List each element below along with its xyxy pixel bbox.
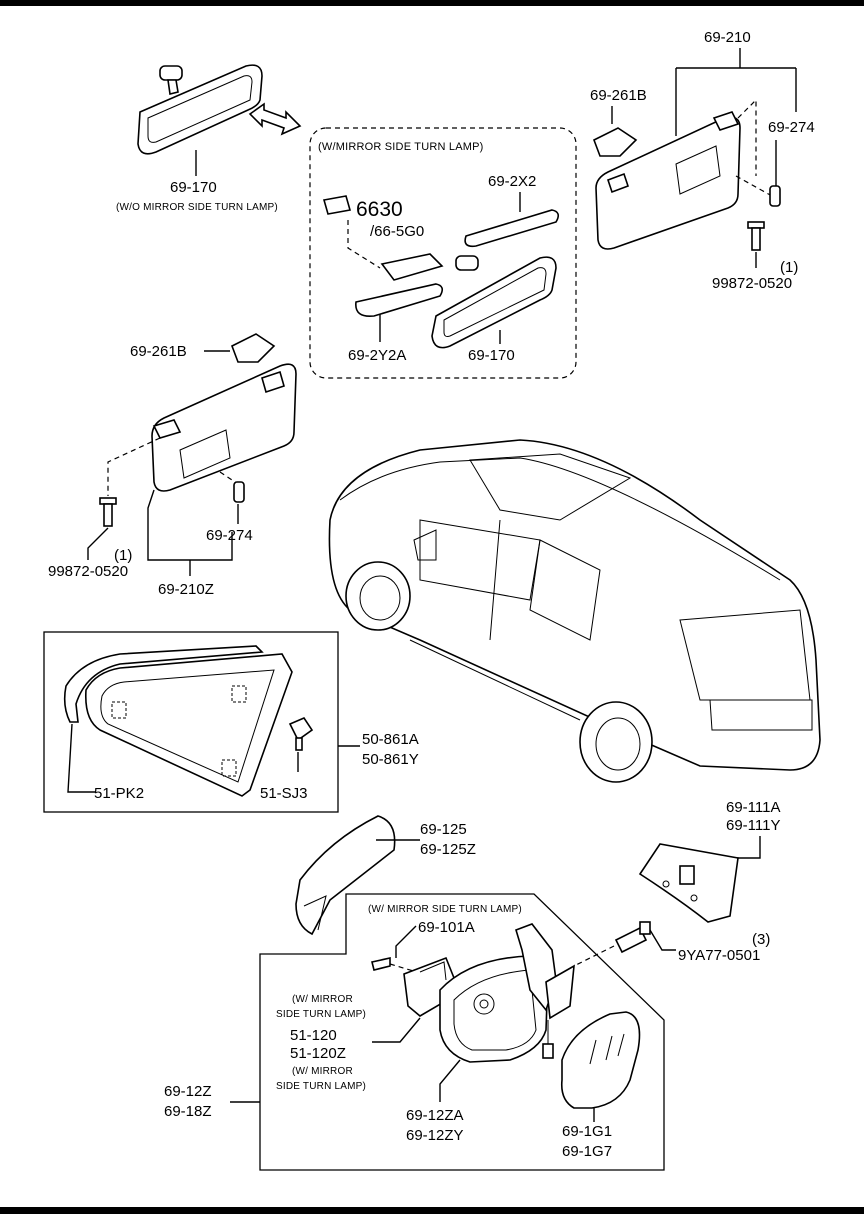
visor-clip-icon bbox=[592, 127, 638, 157]
label-w-mirror-1: (W/ MIRROR bbox=[292, 994, 353, 1005]
label-69-2x2: 69-2X2 bbox=[488, 173, 536, 190]
label-99872-top: 99872-0520 bbox=[712, 275, 792, 292]
label-69-111y: 69-111Y bbox=[726, 817, 781, 834]
left-sun-visor-icon bbox=[151, 363, 297, 492]
label-51-pk2: 51-PK2 bbox=[94, 785, 144, 802]
sun-visor-icon bbox=[595, 111, 741, 250]
label-side-lamp-1: SIDE TURN LAMP) bbox=[276, 1009, 366, 1020]
rear-view-mirror-icon bbox=[137, 64, 263, 155]
inset-rear-view-mirror-icon bbox=[431, 255, 557, 349]
mirror-cap-icon bbox=[295, 815, 396, 936]
left-visor-clip-icon bbox=[230, 333, 276, 363]
quarter-window-icon bbox=[63, 645, 293, 797]
visor-pin-icon bbox=[769, 185, 781, 207]
bottom-border-bar bbox=[0, 1207, 864, 1214]
label-69-274-left: 69-274 bbox=[206, 527, 253, 544]
label-66-5g0: /66-5G0 bbox=[370, 223, 424, 240]
door-mirror-group-box bbox=[259, 893, 665, 1171]
label-6630: 6630 bbox=[356, 198, 403, 221]
label-69-18z: 69-18Z bbox=[164, 1103, 212, 1120]
label-qty1-top: (1) bbox=[780, 259, 798, 276]
mirror-bracket-icon bbox=[355, 283, 444, 318]
label-51-120z: 51-120Z bbox=[290, 1045, 346, 1062]
label-69-261b-top: 69-261B bbox=[590, 87, 647, 104]
bolt-icon bbox=[614, 921, 651, 954]
label-50-861a: 50-861A bbox=[362, 731, 419, 748]
left-screw-icon bbox=[99, 497, 117, 527]
label-qty1-left: (1) bbox=[114, 547, 132, 564]
label-side-lamp-2: SIDE TURN LAMP) bbox=[276, 1081, 366, 1092]
label-69-261b-left: 69-261B bbox=[130, 343, 187, 360]
inset-box-w-mirror-lamp bbox=[309, 127, 577, 379]
label-69-210: 69-210 bbox=[704, 29, 751, 46]
label-69-2y2a: 69-2Y2A bbox=[348, 347, 406, 364]
label-69-12zy: 69-12ZY bbox=[406, 1127, 464, 1144]
label-69-12z: 69-12Z bbox=[164, 1083, 212, 1100]
label-69-125z: 69-125Z bbox=[420, 841, 476, 858]
vehicle-icon bbox=[328, 439, 821, 783]
label-99872-left: 99872-0520 bbox=[48, 563, 128, 580]
label-69-274-top: 69-274 bbox=[768, 119, 815, 136]
label-w-mirror-lamp-bottom: (W/ MIRROR SIDE TURN LAMP) bbox=[368, 904, 522, 915]
label-51-120: 51-120 bbox=[290, 1027, 337, 1044]
label-69-170-inset: 69-170 bbox=[468, 347, 515, 364]
screw-icon bbox=[747, 221, 765, 251]
label-69-111a: 69-111A bbox=[726, 799, 781, 816]
swap-arrow-icon bbox=[248, 102, 302, 136]
mirror-glass-icon bbox=[560, 1011, 641, 1109]
label-69-125: 69-125 bbox=[420, 821, 467, 838]
left-visor-pin-icon bbox=[233, 481, 245, 503]
connector-icon bbox=[322, 195, 352, 215]
mirror-base-cover-icon bbox=[638, 843, 739, 923]
label-69-1g7: 69-1G7 bbox=[562, 1143, 612, 1160]
label-69-101a: 69-101A bbox=[418, 919, 475, 936]
quarter-window-box bbox=[43, 631, 339, 813]
label-51-sj3: 51-SJ3 bbox=[260, 785, 308, 802]
top-border-bar bbox=[0, 0, 864, 6]
label-69-1g1: 69-1G1 bbox=[562, 1123, 612, 1140]
label-69-12za: 69-12ZA bbox=[406, 1107, 464, 1124]
label-69-210z: 69-210Z bbox=[158, 581, 214, 598]
door-mirror-housing-icon bbox=[439, 923, 575, 1063]
label-50-861y: 50-861Y bbox=[362, 751, 419, 768]
mirror-switch-icon bbox=[380, 253, 444, 281]
label-w-mirror-2: (W/ MIRROR bbox=[292, 1066, 353, 1077]
label-wo-mirror-lamp: (W/O MIRROR SIDE TURN LAMP) bbox=[116, 202, 278, 213]
clip-fastener-icon bbox=[288, 717, 314, 751]
label-w-mirror-lamp-box: (W/MIRROR SIDE TURN LAMP) bbox=[318, 141, 484, 153]
label-qty3: (3) bbox=[752, 931, 770, 948]
label-9ya77: 9YA77-0501 bbox=[678, 947, 760, 964]
mirror-cover-icon bbox=[464, 209, 560, 248]
small-screw-icon bbox=[371, 957, 391, 971]
label-69-170-top: 69-170 bbox=[170, 179, 217, 196]
